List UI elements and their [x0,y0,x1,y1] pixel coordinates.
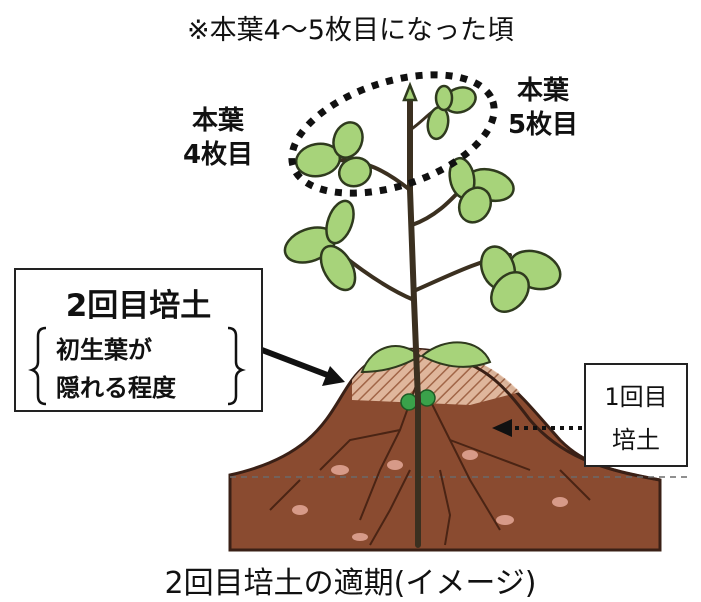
leaf-4-label: 本葉 4枚目 [178,104,258,172]
figure-caption: 2回目培土の適期(イメージ) [164,566,537,601]
first-hilling-line1: 1回目 [604,383,668,411]
second-hilling-title: 2回目培土 [65,288,212,324]
primary-leaves [360,341,492,411]
leaf-4-label-line1: 本葉 [191,106,244,136]
first-hilling-line2: 培土 [612,426,660,454]
arrow-second-hilling [260,347,345,386]
first-hilling-box: 1回目 培土 [584,363,688,467]
leaf-5-label-line1: 本葉 [516,76,569,106]
dotted-highlight-ellipse [288,71,498,197]
second-hilling-box: 2回目培土 初生葉が 隠れる程度 [14,268,263,412]
plant-leaves [283,81,562,313]
second-hilling-desc-line2: 隠れる程度 [56,374,176,402]
leaf-4-label-line2: 4枚目 [182,140,254,170]
second-hilling-desc-line1: 初生葉が [56,336,152,364]
leaf-5-label: 本葉 5枚目 [498,74,588,142]
arrow-first-hilling [492,419,582,437]
leaf-5-label-line2: 5枚目 [507,110,579,140]
bracket-icon [28,326,246,406]
top-note: ※本葉4～5枚目になった頃 [187,15,514,46]
